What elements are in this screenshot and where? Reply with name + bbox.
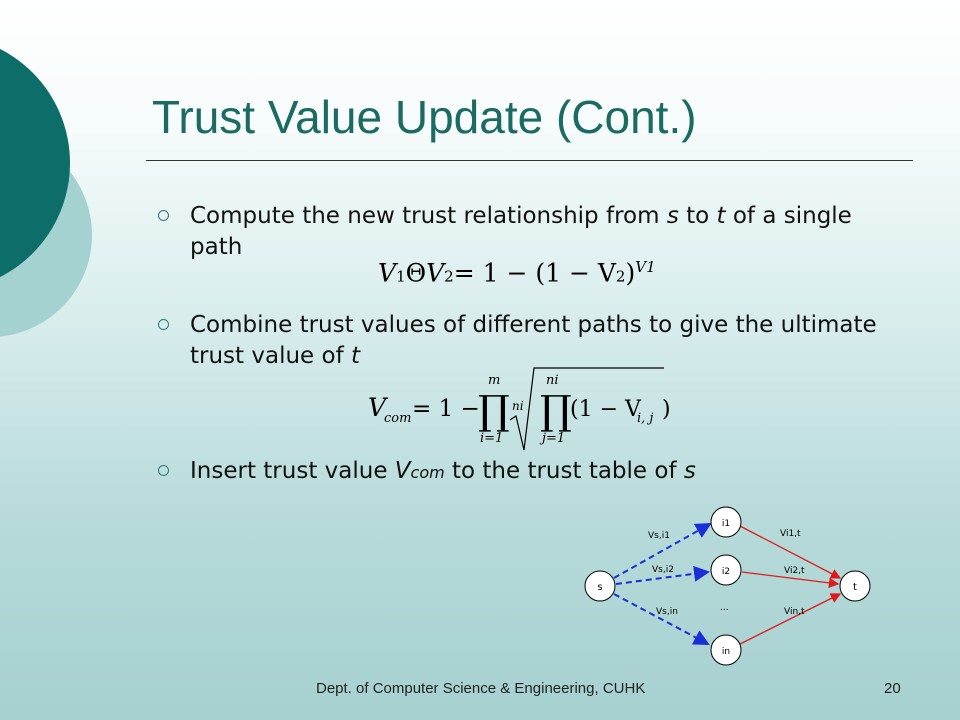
node-i1-label: i1 — [722, 519, 730, 529]
formula-single-path: V1ΘV2= 1 − (1 − V2)V1 — [378, 258, 656, 287]
formula1-operator: Θ — [405, 258, 427, 288]
formula1-exponent: V1 — [635, 258, 656, 276]
bullet-2-text: Combine trust values of different paths … — [190, 310, 898, 372]
node-t-label: t — [853, 582, 857, 593]
bullet-marker-icon — [158, 319, 169, 330]
bullet-marker-icon — [158, 465, 169, 476]
formula1-v: V — [426, 258, 445, 288]
text-segment: Insert trust value — [190, 458, 395, 484]
edge-i1-t — [739, 525, 842, 579]
text-segment: of a single path — [190, 203, 852, 260]
node-s-label: s — [597, 582, 602, 593]
formula2-term: (1 − V — [570, 397, 642, 422]
bullet-3-text: Insert trust value Vcom to the trust tab… — [190, 456, 898, 488]
label-vi2-t: Vi2,t — [784, 566, 805, 576]
var-t: t — [716, 203, 726, 229]
label-vs-i1: Vs,i1 — [648, 531, 670, 541]
formula1-v: V — [378, 258, 397, 288]
node-in — [710, 634, 742, 666]
var-v-sub: com — [410, 463, 445, 482]
formula2-eq: = 1 − — [412, 396, 480, 422]
node-i2-label: i2 — [722, 567, 730, 577]
formula2-root-index: ni — [512, 399, 524, 413]
formula1-sub: 2 — [444, 267, 454, 286]
bullet-3: Insert trust value Vcom to the trust tab… — [158, 456, 898, 488]
formula2-term-close: ) — [662, 397, 671, 422]
var-s: s — [666, 203, 679, 229]
node-i2 — [710, 554, 742, 586]
bullet-2: Combine trust values of different paths … — [158, 310, 898, 372]
slide-footer: Dept. of Computer Science & Engineering,… — [316, 680, 646, 697]
deco-circle-dark — [0, 48, 70, 278]
edge-s-i2 — [615, 565, 710, 585]
formula2-outer-product: ∏ — [478, 388, 510, 434]
label-vs-i2: Vs,i2 — [652, 565, 674, 575]
bullet-1: Compute the new trust relationship from … — [158, 201, 898, 263]
edge-in-t — [739, 593, 842, 645]
node-in-label: in — [722, 647, 730, 657]
decorative-circles — [0, 48, 92, 337]
var-t: t — [350, 343, 361, 369]
formula2-inner-bottom: j=1 — [539, 431, 565, 446]
formula1-sub: 1 — [396, 267, 406, 286]
formula1-close: ) — [625, 258, 636, 288]
formula1-rhs: = 1 − (1 − V — [453, 258, 616, 288]
label-vs-in: Vs,in — [656, 607, 678, 617]
text-segment: to the trust table of — [444, 458, 684, 484]
page-number: 20 — [884, 680, 901, 697]
formula2-radical — [509, 367, 664, 451]
title-divider — [146, 160, 913, 161]
formula2-term-sub: i, j — [637, 411, 653, 426]
formula2-inner-top: ni — [546, 373, 559, 388]
edge-s-i1 — [613, 523, 712, 579]
label-ellipsis: ... — [720, 603, 729, 613]
node-s — [584, 570, 616, 602]
text-segment: to — [678, 203, 717, 229]
text-segment: Combine trust values of different paths … — [190, 312, 877, 369]
formula2-outer-bottom: i=1 — [480, 431, 503, 446]
formula2-sub: com — [384, 411, 411, 426]
var-s: s — [683, 458, 696, 484]
formula2-v: V — [368, 393, 389, 422]
formula2-inner-product: ∏ — [540, 388, 572, 434]
label-vi1-t: Vi1,t — [780, 529, 801, 539]
trust-path-diagram: s i1 i2 in t Vs,i1 Vs,i2 Vs,in Vi1,t Vi2… — [584, 506, 871, 666]
formula-combine-paths: V com = 1 − ∏ m i=1 ni ∏ ni j=1 (1 − V i… — [368, 367, 671, 451]
bullet-1-text: Compute the new trust relationship from … — [190, 201, 898, 263]
formula2-outer-top: m — [488, 373, 500, 388]
label-vin-t: Vin,t — [784, 607, 805, 617]
var-v: V — [394, 458, 411, 484]
formula1-sub: 2 — [615, 267, 626, 286]
slide-title: Trust Value Update (Cont.) — [152, 91, 697, 143]
bullet-marker-icon — [158, 210, 169, 221]
edge-i2-t — [741, 571, 840, 589]
edge-s-in — [613, 593, 710, 645]
text-segment: Compute the new trust relationship from — [190, 203, 667, 229]
node-t — [839, 570, 871, 602]
node-i1 — [710, 506, 742, 538]
